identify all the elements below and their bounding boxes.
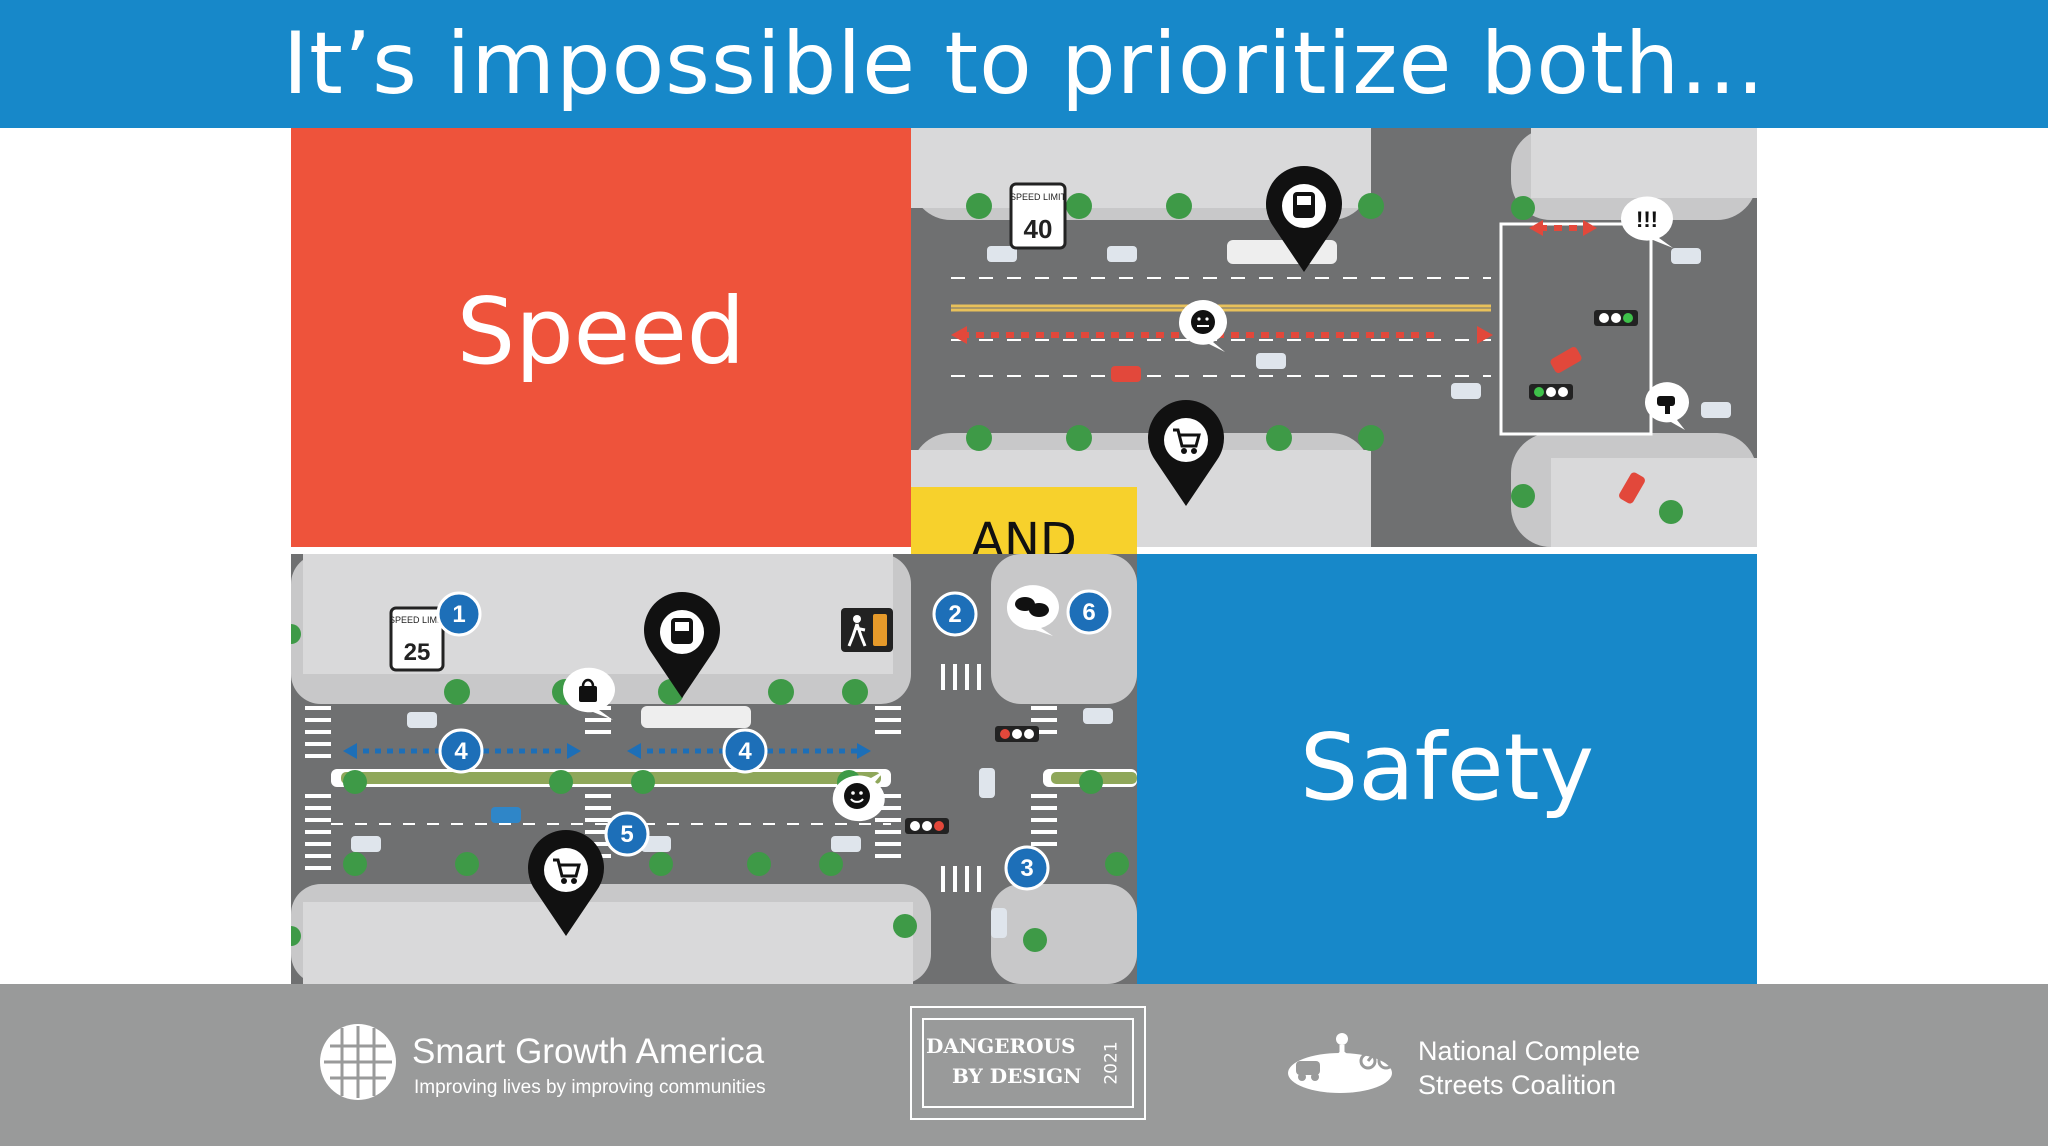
bus-marker-icon — [644, 592, 720, 698]
pedestrian-signal-icon — [841, 608, 893, 652]
sga-name: Smart Growth America — [412, 1032, 765, 1071]
dangerous-by-design-logo: DANGEROUS BY DESIGN 2021 — [910, 1006, 1146, 1120]
ncsc-name-line-1: National Complete — [1418, 1036, 1641, 1066]
marker-2: 2 — [932, 591, 978, 637]
speed-limit-sign-40: SPEED LIMIT 40 — [1009, 182, 1067, 250]
smiley-face-icon — [832, 770, 885, 822]
safety-label: Safety — [1299, 714, 1595, 821]
complete-streets-logo — [1288, 1033, 1395, 1093]
sga-tagline: Improving lives by improving communities — [414, 1077, 766, 1098]
dbd-year: 2021 — [1101, 1041, 1122, 1085]
svg-text:!!!: !!! — [1636, 207, 1658, 232]
shopping-cart-marker-icon — [528, 830, 604, 936]
neutral-face-icon — [1178, 300, 1227, 352]
svg-text:4: 4 — [454, 738, 468, 765]
shopping-bag-icon — [562, 667, 615, 720]
header-bar: It’s impossible to prioritize both... — [0, 0, 2048, 128]
dbd-line-2: BY DESIGN — [952, 1064, 1082, 1088]
svg-text:4: 4 — [738, 738, 752, 765]
svg-text:3: 3 — [1020, 855, 1033, 882]
svg-text:SPEED LIMIT: SPEED LIMIT — [389, 615, 445, 625]
svg-text:25: 25 — [404, 639, 431, 666]
speed-label: Speed — [456, 278, 746, 385]
svg-text:2: 2 — [948, 601, 961, 628]
marker-6: 6 — [1066, 589, 1112, 635]
shopping-cart-marker-icon — [1148, 400, 1224, 506]
svg-text:6: 6 — [1082, 599, 1095, 626]
speed-panel: Speed — [291, 128, 911, 547]
chat-bubbles-icon — [1006, 585, 1059, 636]
marker-3: 3 — [1004, 845, 1050, 891]
dbd-inner-border — [922, 1018, 1134, 1108]
marker-1: 1 — [436, 591, 482, 637]
marker-4a: 4 — [438, 728, 484, 774]
smart-growth-america-logo — [320, 1024, 396, 1100]
marker-5: 5 — [604, 811, 650, 857]
safety-panel: Safety — [1137, 554, 1757, 984]
bus-marker-icon — [1266, 166, 1342, 272]
arterial-street-map: SPEED LIMIT 40 !!! — [911, 128, 1757, 547]
svg-text:1: 1 — [452, 601, 465, 628]
svg-text:5: 5 — [620, 821, 633, 848]
slide-title: It’s impossible to prioritize both... — [282, 14, 1766, 114]
svg-text:40: 40 — [1024, 214, 1053, 244]
alert-bubble-icon: !!! — [1620, 196, 1673, 248]
svg-text:SPEED LIMIT: SPEED LIMIT — [1010, 192, 1067, 202]
complete-street-map: SPEED LIMIT 25 1 2 3 4 4 5 6 — [291, 554, 1137, 984]
dbd-line-1: DANGEROUS — [926, 1034, 1076, 1058]
speed-limit-sign-25: SPEED LIMIT 25 — [389, 606, 445, 672]
ncsc-name-line-2: Streets Coalition — [1418, 1070, 1617, 1100]
thumbs-down-icon — [1644, 382, 1689, 430]
marker-4b: 4 — [722, 728, 768, 774]
